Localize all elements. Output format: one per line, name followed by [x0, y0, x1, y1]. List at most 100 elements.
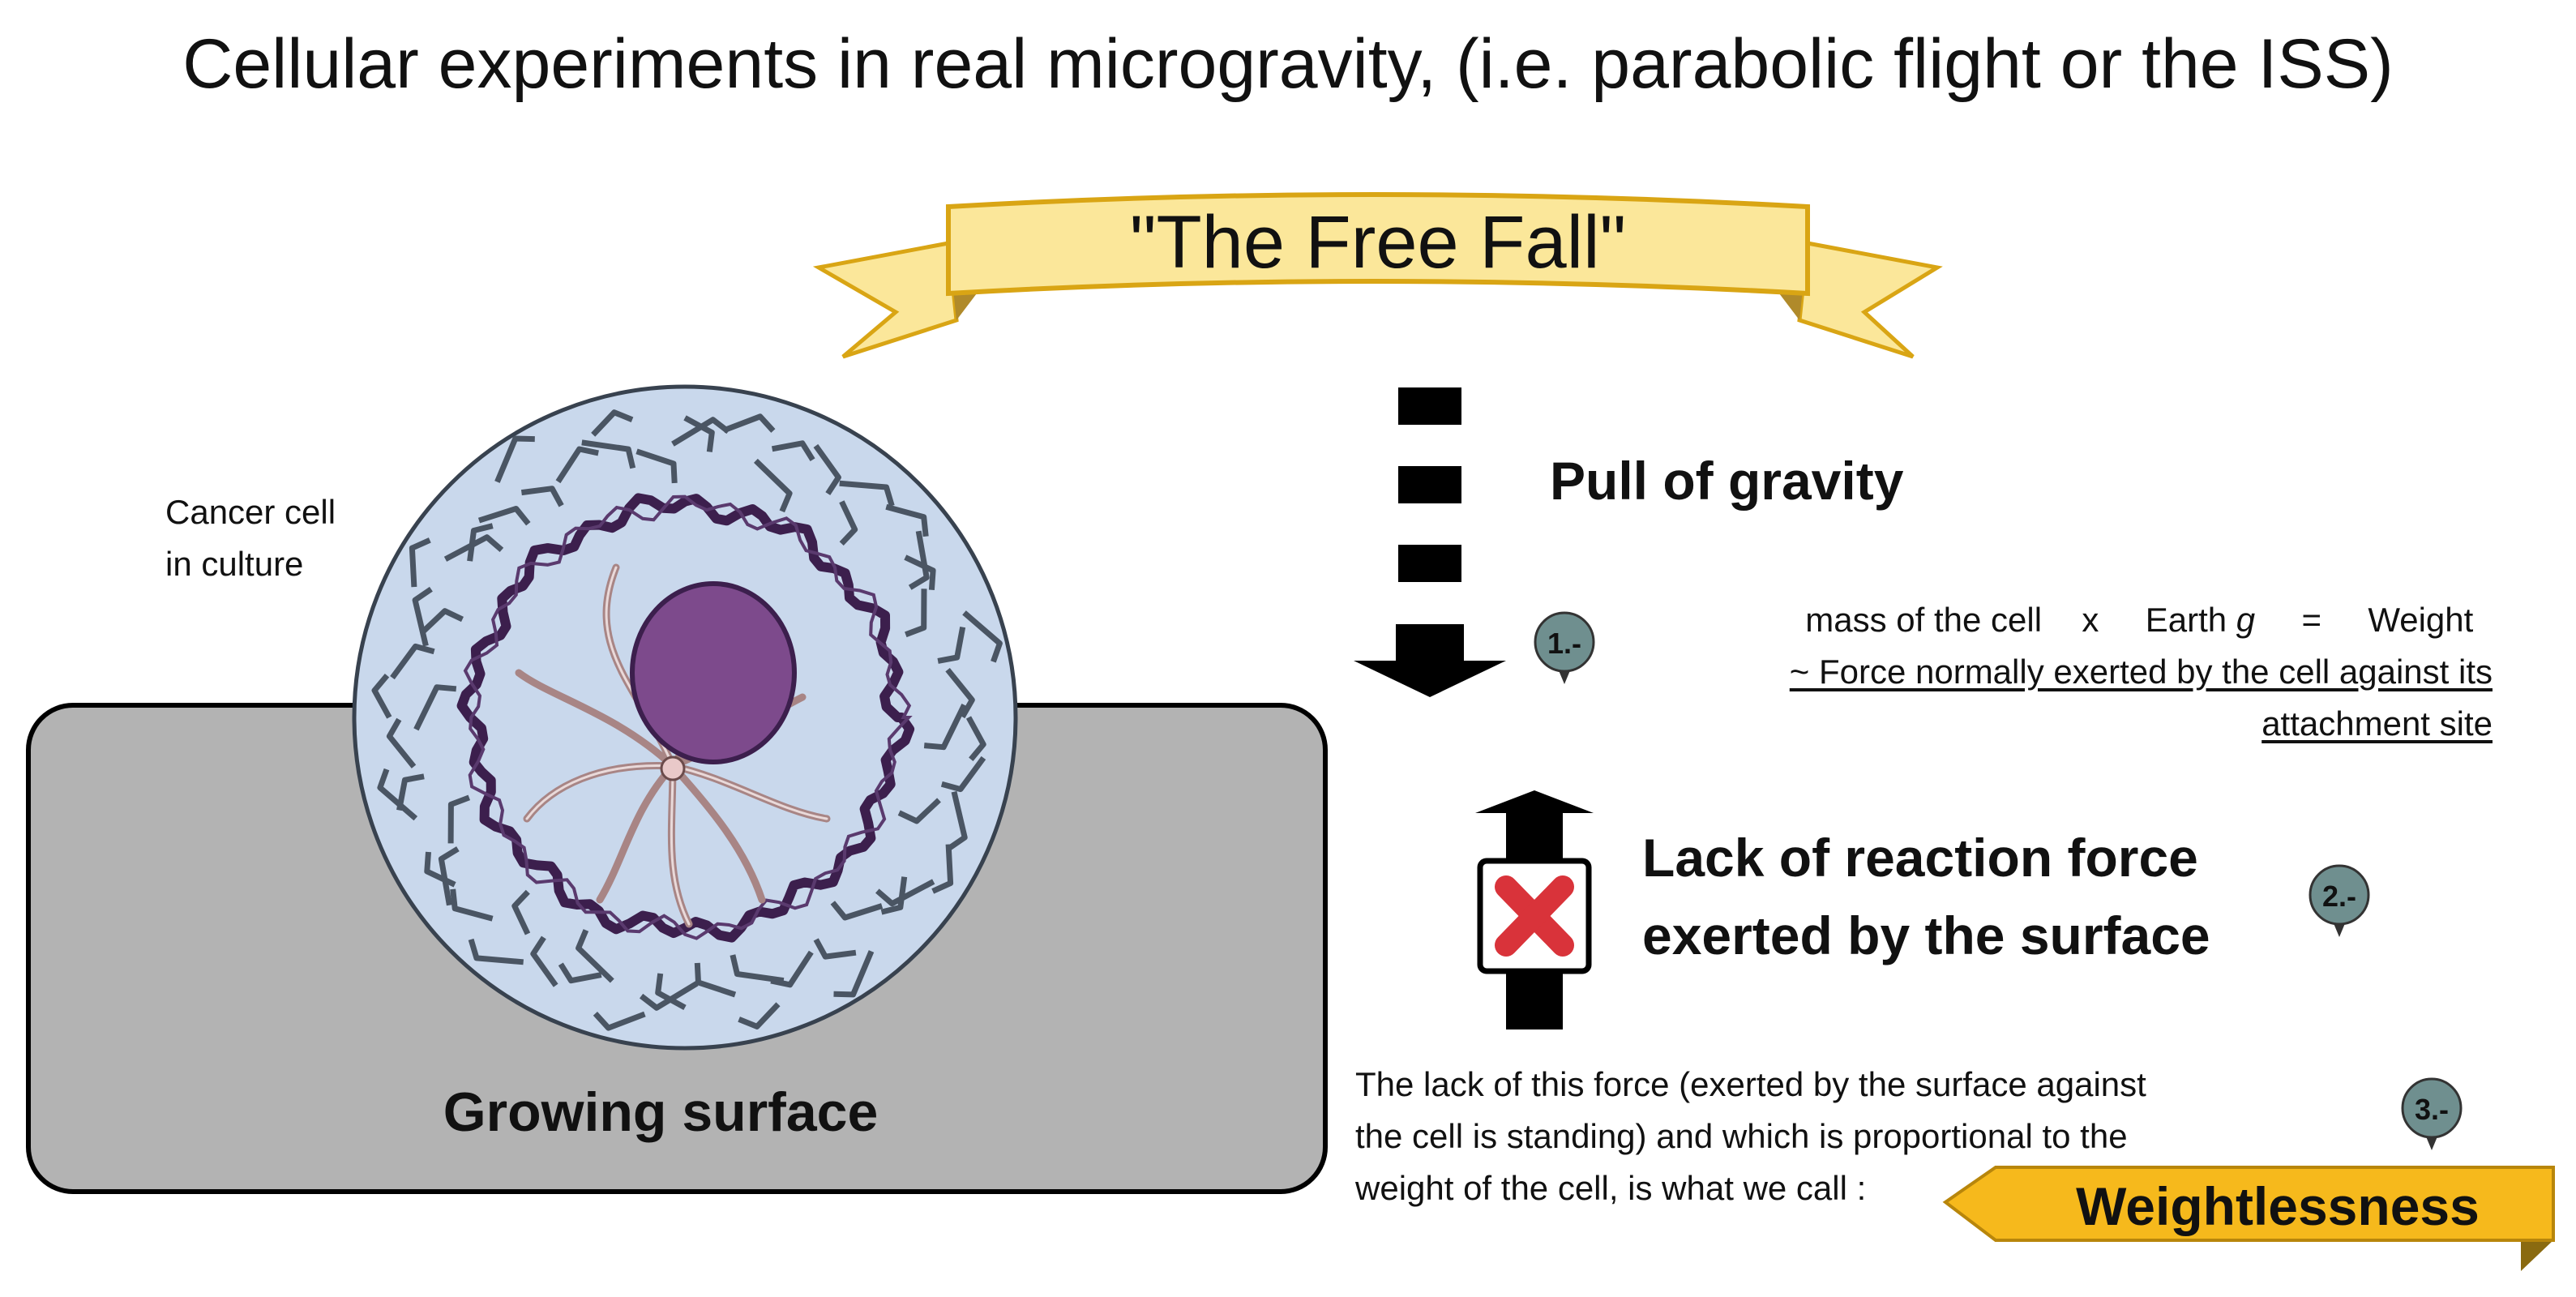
nuclear-envelope: [456, 493, 915, 943]
cytoskeleton-fiber: [813, 938, 857, 960]
cytoskeleton-fiber: [730, 954, 785, 984]
cytoskeleton-fiber: [945, 667, 975, 719]
ribbon-right-tail: [1797, 241, 1943, 359]
cytoskeleton-fiber: [371, 674, 392, 719]
cytoskeleton-fiber: [635, 448, 678, 484]
cytoskeleton-fiber: [683, 415, 715, 452]
cytoskeleton-fiber: [813, 443, 841, 495]
cytoskeleton-fiber: [671, 417, 730, 447]
cytoskeleton-fiber: [409, 537, 431, 588]
cytoskeleton-fiber: [875, 879, 935, 907]
cytoskeleton-fiber: [468, 938, 524, 965]
formula-mass: mass of the cell: [1805, 601, 2043, 639]
arrow-shaft-bottom: [1506, 969, 1563, 1029]
page-title: Cellular experiments in real microgravit…: [182, 25, 2394, 103]
cytoskeleton-fiber: [413, 684, 457, 731]
cell-label-line1: Cancer cell: [165, 493, 336, 531]
formula-equals: =: [2301, 601, 2322, 639]
cytoskeleton-fiber: [905, 589, 927, 638]
cytoskeleton-fiber: [591, 409, 634, 437]
centrosome: [660, 756, 686, 781]
cytoskeleton-fiber: [771, 440, 815, 462]
conclusion-line1: The lack of this force (exerted by the s…: [1355, 1065, 2146, 1103]
arrow-head-up: [1475, 790, 1594, 861]
cytoskeleton-fiber: [390, 643, 435, 680]
cytoskeleton-fiber: [655, 973, 687, 1010]
cytoskeleton-fiber: [830, 901, 884, 921]
cytoskeleton-fiber: [555, 446, 599, 484]
cytoskeleton-fiber: [923, 704, 967, 751]
ribbon-body: [946, 192, 1810, 297]
cytoskeleton-fiber: [396, 773, 425, 811]
cytoskeleton-fiber: [839, 500, 858, 546]
cytoskeleton-fiber: [494, 435, 535, 483]
arrow-dash: [1398, 387, 1461, 425]
banner-text: "The Free Fall": [1130, 201, 1626, 284]
cell-label: Cancer cell in culture: [165, 486, 336, 590]
cytoskeleton-fibers: [371, 409, 1003, 1031]
formula-line: mass of the cell x Earth g = Weight: [1621, 594, 2493, 646]
cytoskeleton-fiber: [467, 523, 494, 562]
ribbon-banner: "The Free Fall": [812, 192, 1943, 359]
gravity-formula: mass of the cell x Earth g = Weight ~ Fo…: [1621, 594, 2493, 750]
ribbon-left-tail: [812, 241, 959, 359]
cytoskeleton-fiber: [937, 626, 966, 664]
surface-label: Growing surface: [443, 1081, 879, 1143]
formula-earth: Earth: [2145, 601, 2227, 639]
nucleus: [630, 581, 797, 764]
cytoskeleton-fiber: [904, 554, 936, 591]
tag-text: Weightlessness: [2076, 1176, 2480, 1236]
tag-fold: [2521, 1240, 2553, 1271]
cytoskeleton-fiber: [593, 1011, 646, 1031]
cytoskeleton-fiber: [694, 962, 737, 998]
cytoskeleton-fiber: [962, 610, 1003, 663]
badge-1-label: 1.-: [1547, 627, 1581, 660]
gravity-label: Pull of gravity: [1550, 451, 1904, 511]
cytoskeleton-fiber: [558, 962, 602, 984]
cytoskeleton-fiber: [447, 794, 471, 844]
cytoskeleton-fiber: [738, 1002, 781, 1029]
filament: [596, 762, 677, 904]
cytoskeleton-fiber: [947, 790, 968, 851]
cytoskeleton-fiber: [885, 503, 929, 537]
conclusion-line2: the cell is standing) and which is propo…: [1355, 1117, 2128, 1155]
formula-times: x: [2082, 601, 2099, 639]
gravity-note-line1: ~ Force normally exerted by the cell aga…: [1789, 653, 2493, 691]
cytoskeleton-fiber: [530, 935, 558, 987]
badge-3-label: 3.-: [2415, 1093, 2449, 1126]
cytoskeleton-fiber: [520, 486, 564, 507]
reaction-label: Lack of reaction force exerted by the su…: [1642, 819, 2210, 974]
cytoskeleton-fiber: [511, 889, 531, 935]
badge-2-label: 2.-: [2322, 880, 2356, 913]
cross-icon: [1495, 875, 1574, 957]
cytoskeleton-fiber: [880, 876, 908, 915]
tag-body: [1942, 1166, 2555, 1242]
reaction-line2: exerted by the surface: [1642, 905, 2210, 965]
cytoskeleton-fiber: [424, 851, 456, 888]
cytoskeleton-fiber: [438, 846, 460, 906]
filament: [515, 669, 677, 770]
conclusion-line3: weight of the cell, is what we call :: [1355, 1169, 1867, 1207]
badge-3: 3.-: [2401, 1077, 2463, 1150]
arrow-dash: [1398, 545, 1461, 582]
formula-g: g: [2236, 601, 2256, 639]
gravity-note-line2: attachment site: [2261, 704, 2493, 743]
cytoskeleton-fiber: [965, 716, 986, 761]
nuclear-envelope-inner: [463, 494, 913, 940]
cancer-cell: [352, 384, 1018, 1051]
reaction-line1: Lack of reaction force: [1642, 828, 2198, 888]
cytoskeleton-fiber: [833, 950, 875, 998]
cell-label-line2: in culture: [165, 545, 304, 583]
badge-2: 2.-: [2309, 864, 2370, 937]
arrow-head-down: [1354, 624, 1506, 697]
cytoskeleton-fiber: [420, 608, 464, 635]
cytoskeleton-fiber: [581, 439, 636, 469]
cytoskeleton-fiber: [450, 888, 494, 922]
cytoskeleton-fiber: [753, 458, 793, 513]
filament: [669, 762, 766, 904]
badge-1: 1.-: [1534, 611, 1595, 684]
weightlessness-tag: Weightlessness: [1942, 1166, 2555, 1271]
cytoskeleton-fiber: [839, 480, 895, 507]
cytoskeleton-fiber: [722, 413, 776, 434]
